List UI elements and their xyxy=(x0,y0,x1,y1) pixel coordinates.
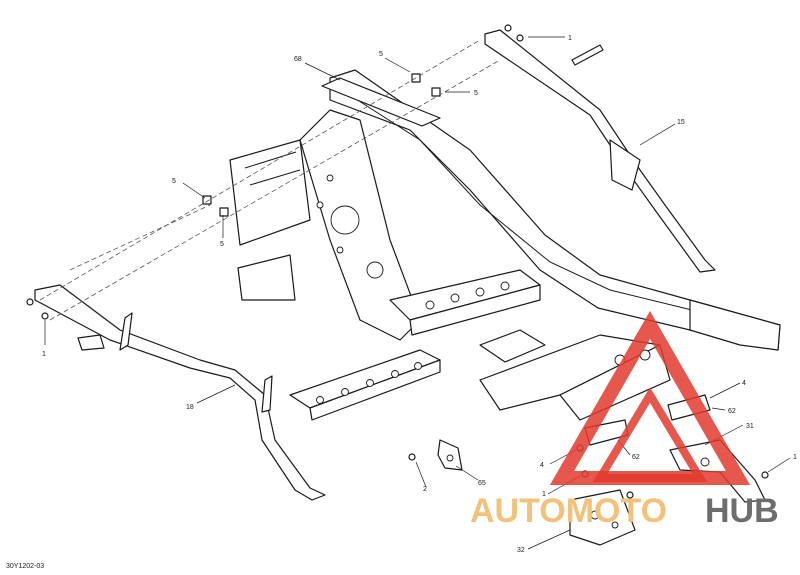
callout-62-a: 62 xyxy=(728,408,736,415)
callout-68: 68 xyxy=(294,56,302,63)
lower-footrest-rail xyxy=(289,349,441,421)
alignment-lines xyxy=(39,39,501,321)
callout-1-bottom: 1 xyxy=(542,491,546,498)
callout-5-a: 5 xyxy=(379,51,383,58)
bracket-65 xyxy=(437,439,463,471)
callout-31: 31 xyxy=(746,423,754,430)
callout-1-right: 1 xyxy=(793,454,797,461)
callout-4-b: 4 xyxy=(540,462,544,469)
callout-1-top: 1 xyxy=(568,35,572,42)
callout-4-a: 4 xyxy=(742,380,746,387)
callout-32: 32 xyxy=(517,547,525,554)
callout-15: 15 xyxy=(677,119,685,126)
bracket-32 xyxy=(569,489,636,546)
callout-5-b: 5 xyxy=(474,90,478,97)
automotohub-watermark: AUTOMOTO HUB xyxy=(470,310,779,530)
callout-62-b: 62 xyxy=(632,454,640,461)
tube-15 xyxy=(484,29,716,273)
callouts: 1 68 5 5 15 5 5 1 18 4 62 31 1 62 4 2 65… xyxy=(42,35,797,554)
tube-18 xyxy=(34,284,326,501)
diagram-reference-code: 30Y1202-03 xyxy=(6,563,44,570)
watermark-text-automoto: AUTOMOTO xyxy=(470,492,667,530)
callout-18: 18 xyxy=(186,404,194,411)
front-cross-member xyxy=(389,269,541,336)
callout-1-left: 1 xyxy=(42,351,46,358)
callout-2: 2 xyxy=(423,486,427,493)
callout-5-c: 5 xyxy=(172,178,176,185)
callout-65: 65 xyxy=(478,480,486,487)
watermark-text-hub: HUB xyxy=(705,492,779,530)
callout-5-d: 5 xyxy=(220,241,224,248)
front-tower xyxy=(229,109,421,341)
